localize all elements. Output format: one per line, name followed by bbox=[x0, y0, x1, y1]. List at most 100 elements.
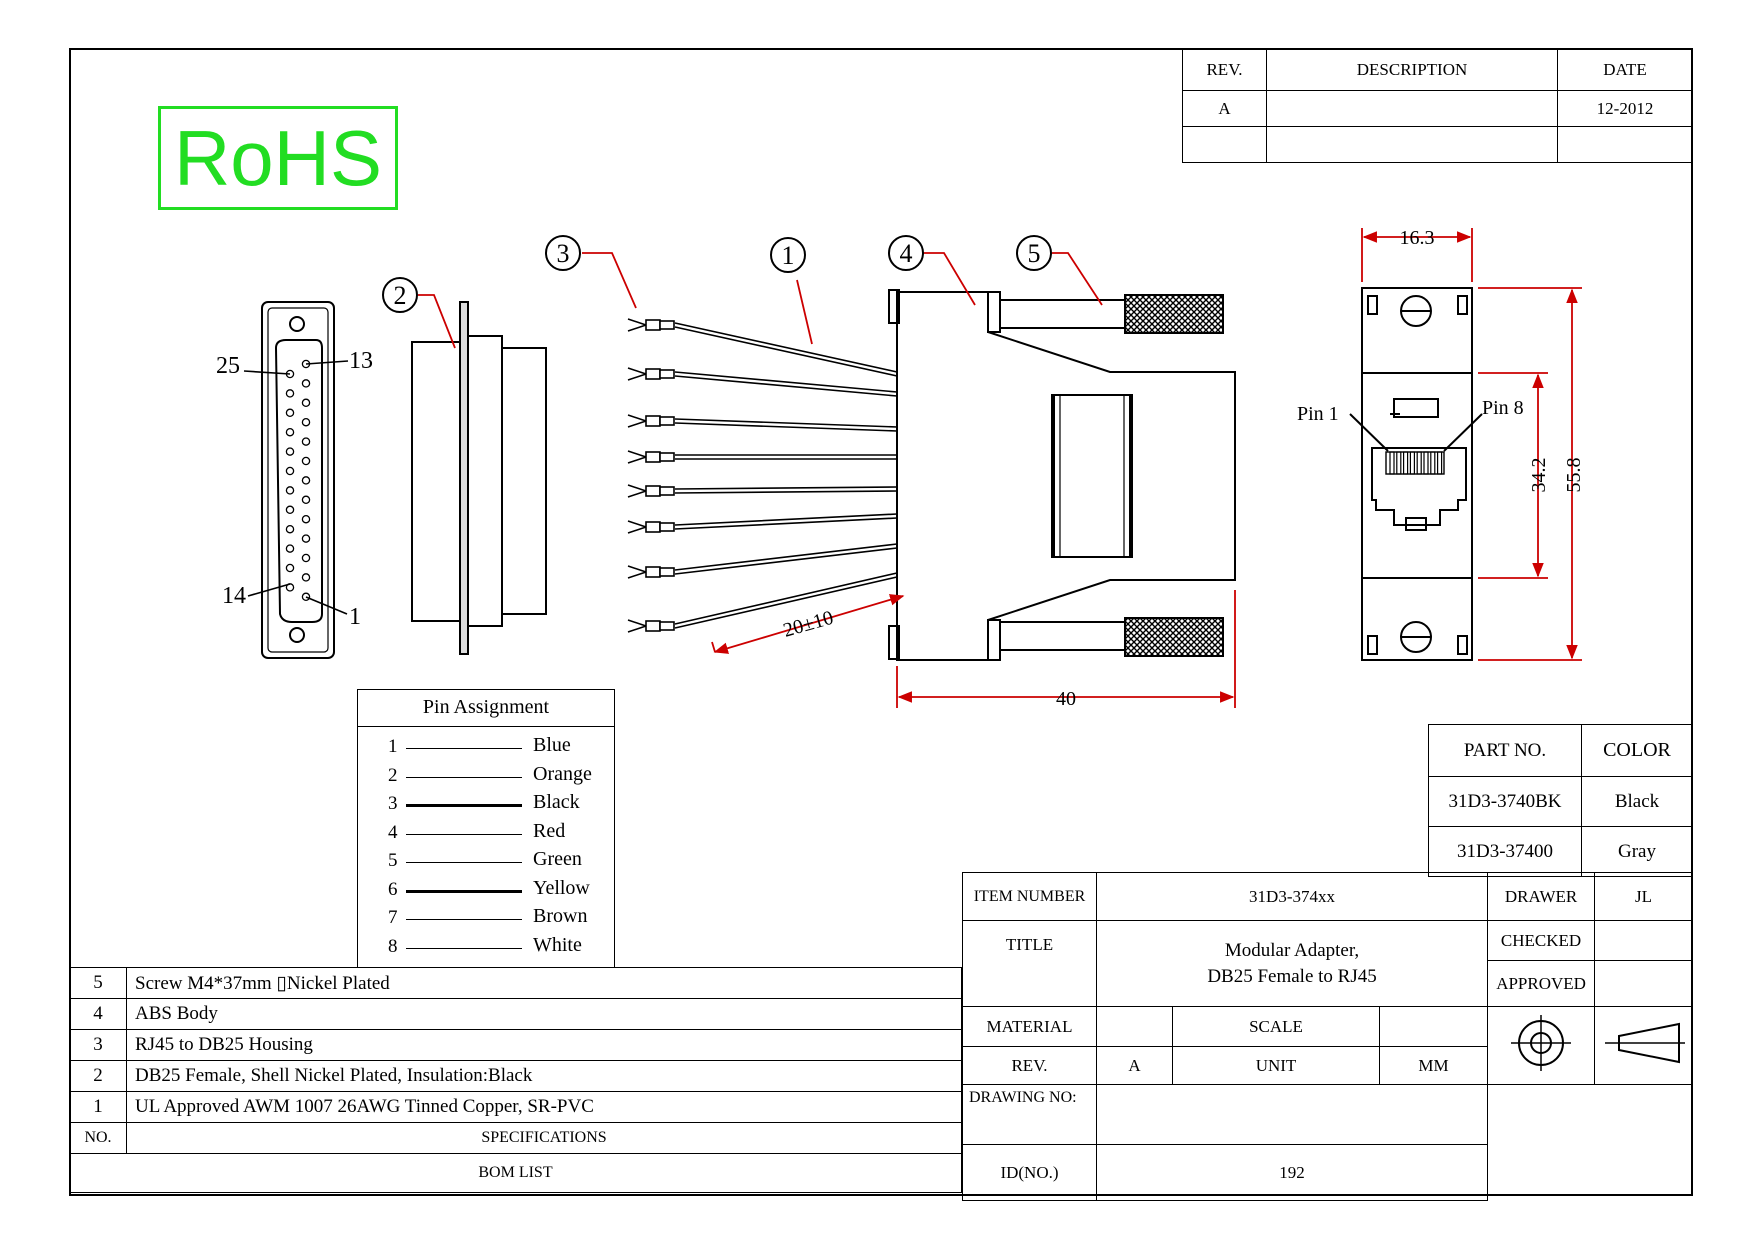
rj45-contact bbox=[1409, 451, 1416, 475]
pin-color-label: Green bbox=[533, 848, 582, 870]
db25-pin-13-label: 13 bbox=[349, 348, 373, 374]
bom-no: 1 bbox=[69, 1091, 127, 1123]
db25-pin bbox=[285, 447, 295, 456]
drawer-label: DRAWER bbox=[1487, 872, 1596, 921]
rj45-front-view bbox=[1349, 287, 1483, 661]
pin-assignment-row: 8 White bbox=[358, 932, 614, 961]
part-no-header: PART NO. bbox=[1428, 724, 1582, 777]
title-line-1: Modular Adapter, bbox=[1224, 939, 1360, 961]
pin-wire-line bbox=[406, 862, 522, 863]
bom-spec: DB25 Female, Shell Nickel Plated, Insula… bbox=[126, 1060, 962, 1092]
rj45-contact bbox=[1389, 451, 1395, 475]
dimension-width-label: 16.3 bbox=[1400, 227, 1435, 249]
pin-wire-line bbox=[406, 889, 522, 893]
pin-number: 6 bbox=[388, 878, 398, 900]
unit-value: MM bbox=[1378, 1046, 1489, 1085]
part-color-table: PART NO. COLOR 31D3-3740BK Black 31D3-37… bbox=[1428, 724, 1693, 877]
bom-no: 3 bbox=[69, 1029, 127, 1061]
dimension-body-length-label: 40 bbox=[1056, 688, 1076, 710]
pin-number: 7 bbox=[388, 907, 398, 928]
pin-label-leaders bbox=[243, 360, 349, 615]
callout-3-label: 3 bbox=[557, 239, 570, 268]
pin-assignment-row: 6 Yellow bbox=[358, 875, 614, 904]
db25-pin-1-label: 1 bbox=[349, 604, 361, 630]
pin-assignment-row: 3 Black bbox=[358, 789, 614, 818]
callout-1-circle bbox=[770, 237, 806, 273]
callout-3-circle bbox=[545, 235, 581, 271]
date-cell bbox=[1557, 126, 1693, 163]
pin-assignment-title: Pin Assignment bbox=[358, 690, 614, 727]
db25-pin bbox=[285, 524, 295, 534]
color-cell: Black bbox=[1581, 776, 1693, 827]
rev-cell bbox=[1182, 126, 1267, 163]
bom-footer: BOM LIST bbox=[69, 1153, 962, 1193]
pin-wire-line bbox=[406, 947, 522, 949]
bom-spec: ABS Body bbox=[126, 998, 962, 1030]
pin-color-label: White bbox=[533, 933, 582, 956]
drawing-no-label: DRAWING NO: bbox=[962, 1084, 1097, 1145]
title-label: TITLE bbox=[962, 920, 1097, 1007]
approved-value bbox=[1594, 960, 1693, 1007]
db25-pin bbox=[301, 398, 311, 408]
pin-number: 5 bbox=[388, 850, 398, 871]
rj45-contact bbox=[1430, 451, 1436, 475]
pin-number: 4 bbox=[388, 821, 398, 843]
pin-color-label: Blue bbox=[533, 734, 571, 756]
adapter-housing bbox=[888, 289, 1236, 661]
drawing-frame bbox=[69, 48, 1693, 1196]
color-cell: Gray bbox=[1581, 826, 1693, 877]
callout-5-label: 5 bbox=[1028, 239, 1041, 268]
db25-pin bbox=[301, 592, 311, 602]
item-number-value: 31D3-374xx bbox=[1095, 872, 1489, 921]
db25-pin bbox=[301, 514, 311, 524]
bom-no-header: NO. bbox=[69, 1122, 127, 1154]
db25-front-view bbox=[261, 301, 335, 659]
scale-value bbox=[1378, 1006, 1489, 1047]
rj45-pin8-label: Pin 8 bbox=[1482, 397, 1524, 419]
rj45-contact bbox=[1423, 451, 1429, 475]
rj45-contact bbox=[1416, 451, 1422, 475]
material-label: MATERIAL bbox=[962, 1006, 1097, 1047]
bom-no: 5 bbox=[69, 967, 127, 999]
wire-harness bbox=[627, 318, 898, 633]
wire-terminal bbox=[627, 450, 675, 464]
date-header: DATE bbox=[1557, 48, 1693, 91]
db25-pin bbox=[301, 553, 311, 563]
db25-pin bbox=[285, 544, 295, 553]
bom-no: 2 bbox=[69, 1060, 127, 1092]
pin-color-label: Yellow bbox=[533, 876, 590, 899]
db25-pin bbox=[301, 437, 311, 446]
pin-color-label: Black bbox=[533, 791, 580, 813]
pin-number: 8 bbox=[388, 935, 398, 957]
db25-pin bbox=[301, 573, 311, 582]
title-block: ITEM NUMBER 31D3-374xx DRAWER JL TITLE M… bbox=[962, 872, 1693, 1201]
color-header: COLOR bbox=[1581, 724, 1693, 777]
approved-label: APPROVED bbox=[1487, 960, 1596, 1007]
projection-symbol-cell bbox=[1487, 1006, 1596, 1085]
callout-4-circle bbox=[888, 235, 924, 271]
db25-pin bbox=[301, 495, 311, 505]
description-cell bbox=[1266, 126, 1558, 163]
db25-pin bbox=[285, 389, 295, 398]
pin-wire-line bbox=[406, 748, 522, 749]
db25-side-view bbox=[411, 301, 547, 655]
pin-number: 3 bbox=[388, 793, 398, 814]
wire-terminal bbox=[627, 484, 675, 498]
revision-table: REV. DESCRIPTION DATE A 12-2012 bbox=[1182, 48, 1693, 163]
pin-wire-line bbox=[406, 804, 522, 807]
bom-spec: UL Approved AWM 1007 26AWG Tinned Copper… bbox=[126, 1091, 962, 1123]
db25-pin bbox=[301, 534, 311, 543]
callout-2-circle bbox=[382, 277, 418, 313]
db25-pin bbox=[285, 486, 295, 495]
part-no-cell: 31D3-3740BK bbox=[1428, 776, 1582, 827]
title-line-2: DB25 Female to RJ45 bbox=[1207, 965, 1377, 987]
